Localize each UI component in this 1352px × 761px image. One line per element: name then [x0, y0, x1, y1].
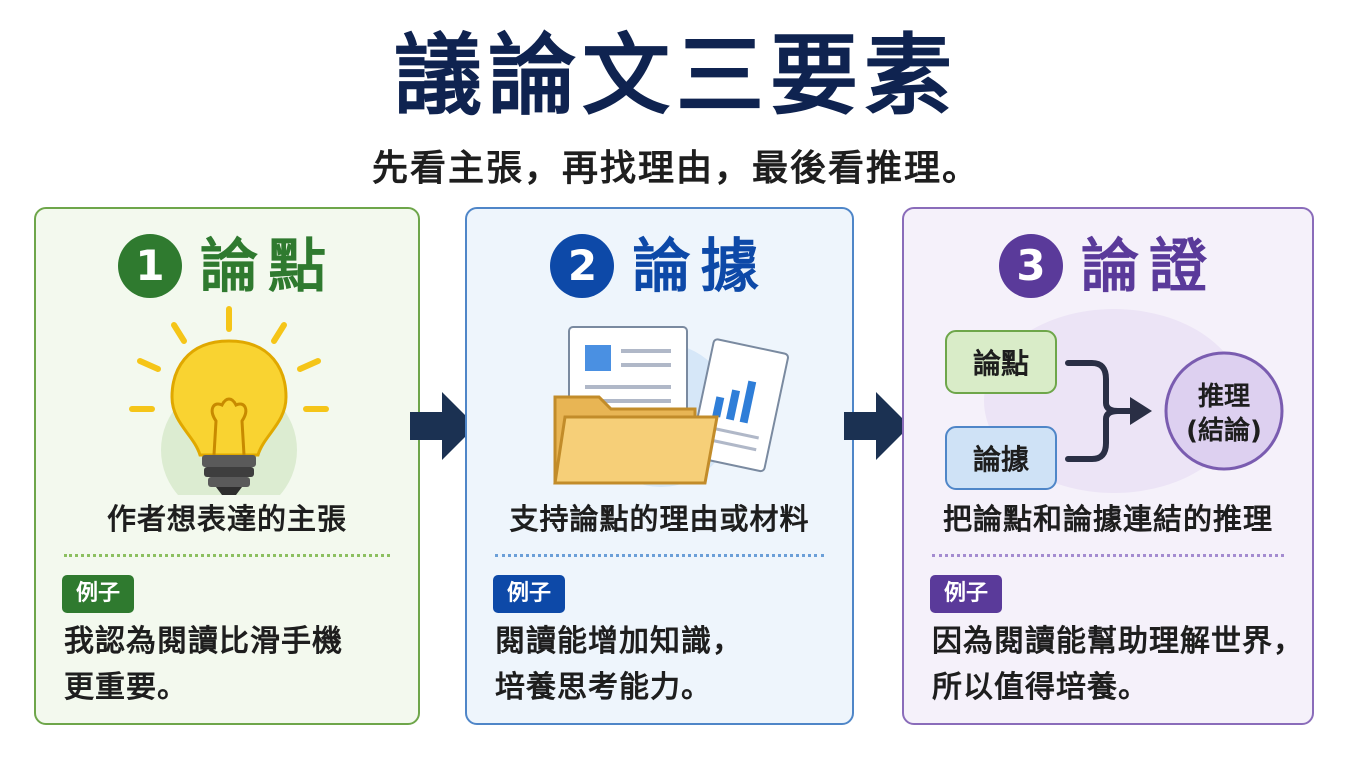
- divider: [932, 554, 1284, 557]
- example-line: 更重要。: [64, 670, 188, 705]
- step-number-badge: 2: [550, 234, 615, 298]
- example-text: 我認為閱讀比滑手機 更重要。: [64, 619, 402, 711]
- document-folder-icon: [553, 326, 789, 487]
- example-tag: 例子: [493, 575, 566, 613]
- step-number-badge: 3: [998, 234, 1063, 298]
- example-text: 閱讀能增加知識， 培養思考能力。: [495, 619, 836, 711]
- example-tag: 例子: [62, 575, 135, 613]
- evidence-box-label: 論據: [973, 443, 1030, 476]
- arrow-right-icon: [844, 392, 910, 460]
- divider: [64, 554, 390, 557]
- claim-box: [945, 330, 1057, 394]
- example-text: 因為閱讀能幫助理解世界， 所以值得培養。: [932, 619, 1304, 711]
- card-evidence: 2 論據 支持論點的理由或材料 例子 閱讀能增加知識， 培養思考能力。: [465, 207, 854, 725]
- card-description: 支持論點的理由或材料: [509, 502, 810, 536]
- page-title: 議論文三要素: [393, 24, 958, 127]
- card-header: 3 論證: [904, 231, 1312, 301]
- card-header: 1 論點: [36, 231, 418, 301]
- page-subtitle: 先看主張，再找理由，最後看推理。: [371, 148, 980, 189]
- card-claim: 1 論點 作者想表達的主張 例子 我認為閱讀比滑手機 更重要。: [34, 207, 420, 725]
- claim-box-label: 論點: [973, 347, 1029, 380]
- result-label-line2: (結論): [1186, 415, 1262, 446]
- card-title: 論據: [632, 232, 769, 300]
- step-number-badge: 1: [117, 234, 182, 298]
- card-header: 2 論據: [467, 231, 852, 301]
- example-line: 閱讀能增加知識，: [495, 624, 743, 659]
- example-line: 因為閱讀能幫助理解世界，: [932, 624, 1304, 659]
- card-title: 論點: [199, 232, 336, 300]
- result-label-line1: 推理: [1198, 382, 1250, 412]
- example-line: 我認為閱讀比滑手機: [64, 624, 343, 659]
- arrow-right-icon: [410, 392, 476, 460]
- example-line: 培養思考能力。: [495, 670, 712, 705]
- example-line: 所以值得培養。: [932, 670, 1149, 705]
- example-tag: 例子: [930, 575, 1003, 613]
- card-description: 把論點和論據連結的推理: [942, 502, 1273, 536]
- lightbulb-icon: [129, 306, 329, 495]
- result-circle: [1164, 351, 1284, 471]
- card-description: 作者想表達的主張: [106, 502, 347, 536]
- card-reasoning: 3 論證 論點 論據 推理 (結論) 把論點和論據連結的推理 例子 因為閱讀能幫…: [902, 207, 1314, 725]
- reasoning-diagram: 論點 論據 推理 (結論): [945, 309, 1284, 493]
- evidence-box: [945, 426, 1057, 490]
- divider: [495, 554, 824, 557]
- card-title: 論證: [1080, 232, 1217, 300]
